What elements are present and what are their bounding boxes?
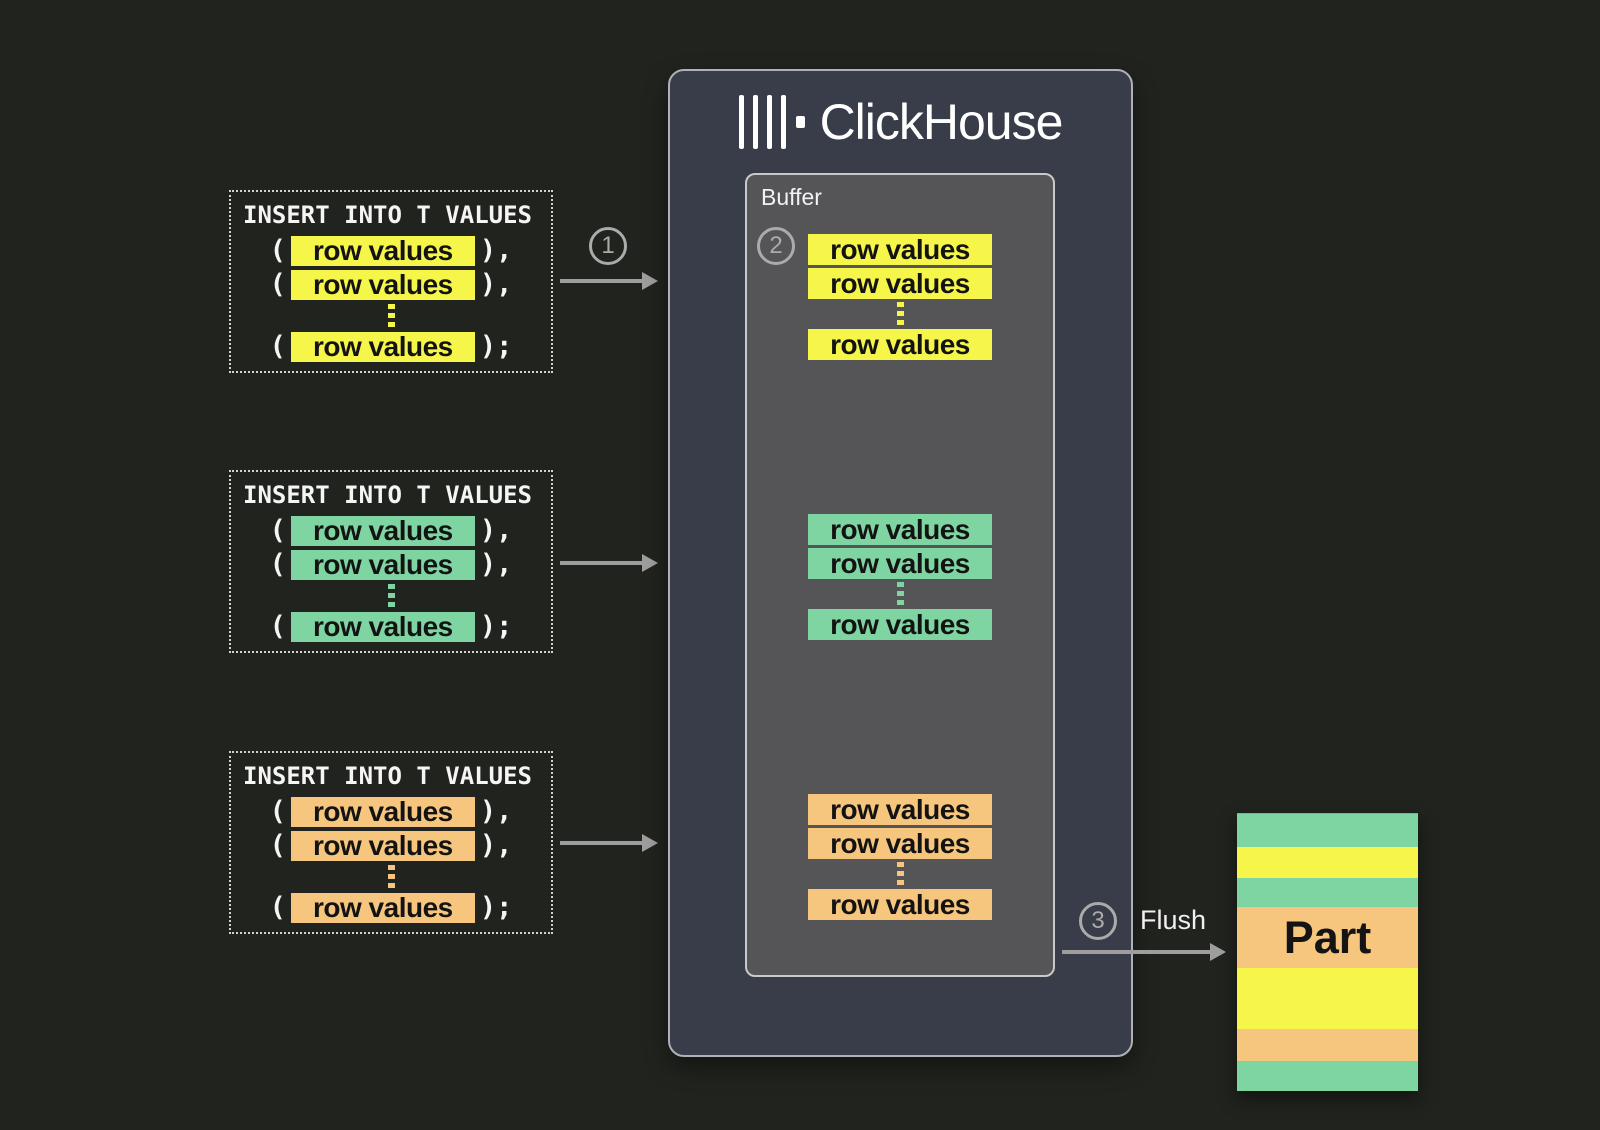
insert-row: ( row values ); [269,892,513,923]
part-stripe [1237,1061,1418,1091]
paren-close: ), [479,515,513,546]
insert-statement-title: INSERT INTO T VALUES [243,762,532,790]
step-2-badge: 2 [757,227,795,265]
ellipsis-dots [896,302,904,326]
part-stripe [1237,906,1418,969]
buffer-row: row values [808,609,992,640]
paren-open: ( [269,269,286,300]
buffer-group-orange: row values row values row values [808,794,992,920]
row-values-chip: row values [290,796,475,827]
ellipsis-dots [896,862,904,886]
insert-query-block-2: INSERT INTO T VALUES ( row values ), ( r… [229,470,553,653]
step-3-badge: 3 [1079,902,1117,940]
insert-query-block-1: INSERT INTO T VALUES ( row values ), ( r… [229,190,553,373]
step-1-badge: 1 [589,227,627,265]
row-values-chip: row values [290,549,475,580]
buffer-label: Buffer [761,184,822,210]
insert-row: ( row values ), [269,235,513,266]
insert-row: ( row values ), [269,830,513,861]
part-stripe [1237,1029,1418,1062]
paren-open: ( [269,515,286,546]
insert-rows: ( row values ), ( row values ), ( row va… [243,515,539,642]
clickhouse-header: ClickHouse [670,93,1131,151]
paren-close: ), [479,830,513,861]
part-label: Part [1283,912,1372,963]
buffer-row: row values [808,329,992,360]
ellipsis-dots [896,582,904,606]
row-values-chip: row values [290,830,475,861]
ellipsis-dots [387,304,395,328]
insert-row: ( row values ); [269,331,513,362]
clickhouse-logo-icon [738,95,805,149]
row-values-chip: row values [290,892,475,923]
paren-open: ( [269,611,286,642]
buffer-row: row values [808,514,992,545]
buffer-row: row values [808,828,992,859]
paren-close: ), [479,235,513,266]
paren-close: ), [479,796,513,827]
insert-arrow-3 [560,834,658,852]
part-stripe [1237,814,1418,847]
part-block: Part [1237,813,1418,1091]
part-stripes [1237,814,1418,1091]
insert-statement-title: INSERT INTO T VALUES [243,201,532,229]
row-values-chip: row values [290,331,475,362]
buffer-row: row values [808,268,992,299]
paren-close: ); [479,611,513,642]
clickhouse-title: ClickHouse [819,94,1064,150]
paren-open: ( [269,235,286,266]
row-values-chip: row values [290,235,475,266]
buffer-group-yellow: row values row values row values [808,234,992,360]
part-stripe [1237,877,1418,907]
insert-statement-title: INSERT INTO T VALUES [243,481,532,509]
insert-row: ( row values ); [269,611,513,642]
paren-open: ( [269,830,286,861]
insert-row: ( row values ), [269,549,513,580]
insert-row: ( row values ), [269,269,513,300]
buffer-group-green: row values row values row values [808,514,992,640]
buffer-row: row values [808,234,992,265]
insert-row: ( row values ), [269,515,513,546]
insert-rows: ( row values ), ( row values ), ( row va… [243,235,539,362]
buffer-row: row values [808,794,992,825]
paren-close: ); [479,892,513,923]
paren-close: ), [479,549,513,580]
part-stripe [1237,968,1418,1030]
flush-arrow [1062,943,1226,961]
insert-rows: ( row values ), ( row values ), ( row va… [243,796,539,923]
buffer-row: row values [808,889,992,920]
insert-query-block-3: INSERT INTO T VALUES ( row values ), ( r… [229,751,553,934]
paren-close: ), [479,269,513,300]
flush-label: Flush [1140,905,1207,935]
paren-open: ( [269,331,286,362]
paren-open: ( [269,796,286,827]
ellipsis-dots [387,865,395,889]
buffer-row: row values [808,548,992,579]
paren-open: ( [269,549,286,580]
insert-arrow-1 [560,272,658,290]
insert-row: ( row values ), [269,796,513,827]
insert-arrow-2 [560,554,658,572]
part-stripe [1237,846,1418,878]
paren-open: ( [269,892,286,923]
ellipsis-dots [387,584,395,608]
paren-close: ); [479,331,513,362]
row-values-chip: row values [290,515,475,546]
row-values-chip: row values [290,611,475,642]
row-values-chip: row values [290,269,475,300]
buffer-panel: Buffer row values row values row values … [745,173,1055,977]
